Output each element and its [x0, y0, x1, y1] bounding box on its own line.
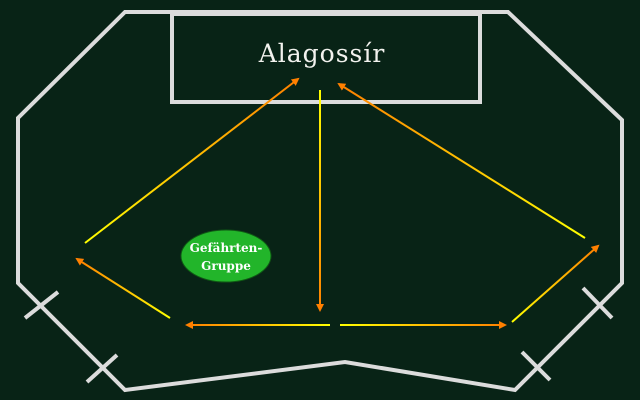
group-badge[interactable]: Gefährten- Gruppe	[180, 229, 272, 283]
title: Alagossír	[258, 39, 386, 68]
group-badge-line2: Gruppe	[201, 259, 251, 273]
arrow-bottom-right-up	[511, 244, 600, 323]
door-markers	[23, 286, 614, 384]
arrow-left-to-title	[84, 77, 300, 244]
title-box	[170, 12, 482, 104]
door-marker	[85, 353, 119, 384]
door-marker	[581, 286, 614, 320]
door-marker	[23, 290, 60, 320]
door-marker	[520, 350, 552, 382]
arrows	[75, 77, 600, 329]
hall-outline	[16, 10, 624, 393]
arrow-right-to-title	[337, 82, 586, 239]
arrow-bottom-left-up	[75, 257, 171, 319]
group-badge-line1: Gefährten-	[190, 241, 263, 255]
